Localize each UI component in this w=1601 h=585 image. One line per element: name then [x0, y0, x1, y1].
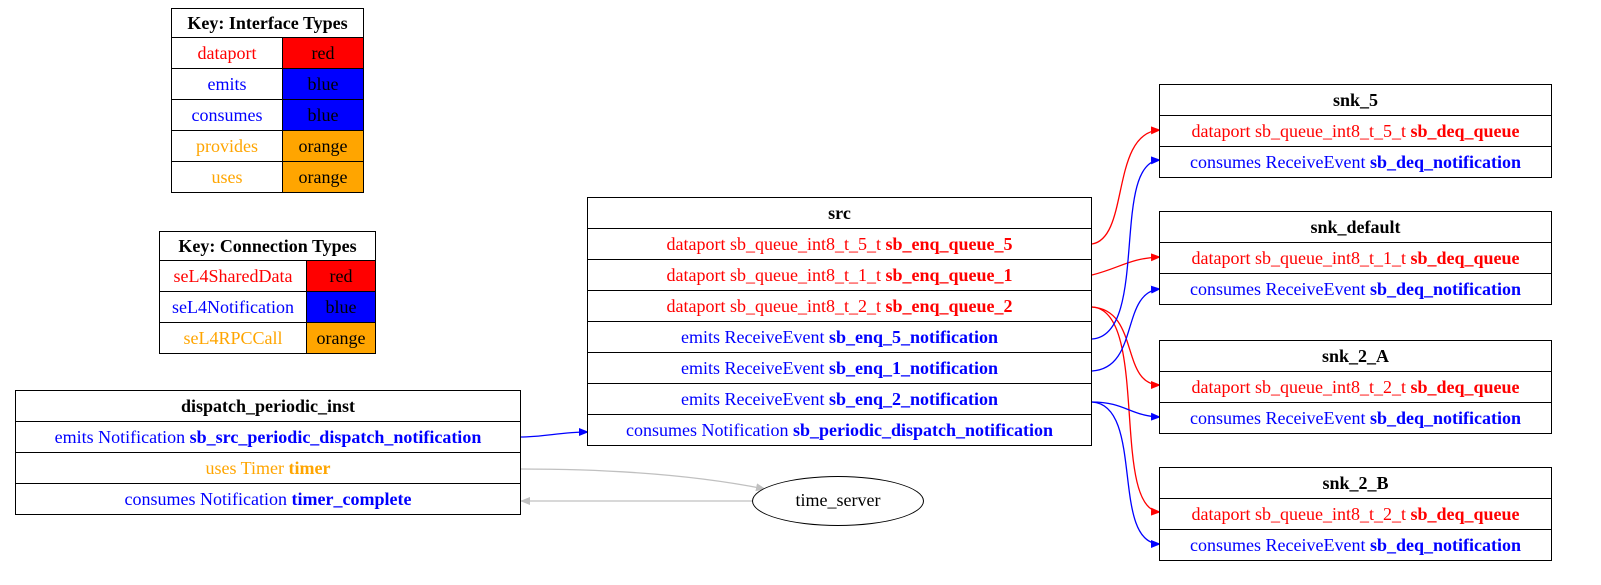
node-src: src dataport sb_queue_int8_t_5_t sb_enq_…: [587, 197, 1092, 446]
edge-dispatch-to-src: [519, 428, 589, 438]
snk5-port-deq-notification: consumes ReceiveEvent sb_deq_notificatio…: [1160, 146, 1551, 177]
src-port-queue-2: dataport sb_queue_int8_t_2_t sb_enq_queu…: [588, 290, 1091, 321]
edge-notif2-to-snk2b: [1091, 401, 1161, 548]
connection-key-title: Key: Connection Types: [159, 231, 376, 261]
interface-types-key: Key: Interface Types dataport red emits …: [171, 8, 364, 193]
key-consumes-swatch: blue: [282, 99, 364, 131]
dispatch-port-uses-timer: uses Timer timer: [16, 452, 520, 483]
key-dataport-swatch: red: [282, 37, 364, 69]
key-emits-label: emits: [171, 68, 283, 100]
key-provides-label: provides: [171, 130, 283, 162]
node-snk-5: snk_5 dataport sb_queue_int8_t_5_t sb_de…: [1159, 84, 1552, 178]
src-port-notif-2: emits ReceiveEvent sb_enq_2_notification: [588, 383, 1091, 414]
src-port-notif-5: emits ReceiveEvent sb_enq_5_notification: [588, 321, 1091, 352]
node-dispatch-periodic-inst: dispatch_periodic_inst emits Notificatio…: [15, 390, 521, 515]
key-uses-swatch: orange: [282, 161, 364, 193]
key-provides-swatch: orange: [282, 130, 364, 162]
snk2a-port-deq-notification: consumes ReceiveEvent sb_deq_notificatio…: [1160, 402, 1551, 433]
edge-timer-to-time-server: [519, 468, 766, 492]
key-rpccall-label: seL4RPCCall: [159, 322, 307, 354]
edge-queue2-to-snk2b: [1091, 306, 1161, 516]
key-notification-label: seL4Notification: [159, 291, 307, 323]
snk5-port-deq-queue: dataport sb_queue_int8_t_5_t sb_deq_queu…: [1160, 115, 1551, 146]
node-snk-2-b: snk_2_B dataport sb_queue_int8_t_2_t sb_…: [1159, 467, 1552, 561]
dispatch-port-timer-complete: consumes Notification timer_complete: [16, 483, 520, 514]
key-uses-label: uses: [171, 161, 283, 193]
key-sharedata-label: seL4SharedData: [159, 260, 307, 292]
edge-notif5-to-snk5: [1091, 156, 1161, 340]
edge-notif2-to-snk2a: [1091, 401, 1161, 421]
src-port-periodic-dispatch: consumes Notification sb_periodic_dispat…: [588, 414, 1091, 445]
src-port-queue-1: dataport sb_queue_int8_t_1_t sb_enq_queu…: [588, 259, 1091, 290]
snk2a-port-deq-queue: dataport sb_queue_int8_t_2_t sb_deq_queu…: [1160, 371, 1551, 402]
edge-queue1-to-snkdefault: [1091, 253, 1161, 276]
node-snk-default: snk_default dataport sb_queue_int8_t_1_t…: [1159, 211, 1552, 305]
interface-key-title: Key: Interface Types: [171, 8, 364, 38]
src-port-queue-5: dataport sb_queue_int8_t_5_t sb_enq_queu…: [588, 228, 1091, 259]
snkdefault-title: snk_default: [1310, 217, 1401, 237]
snk2b-port-deq-notification: consumes ReceiveEvent sb_deq_notificatio…: [1160, 529, 1551, 560]
key-dataport-label: dataport: [171, 37, 283, 69]
snk5-title: snk_5: [1332, 90, 1379, 110]
snkdefault-port-deq-notification: consumes ReceiveEvent sb_deq_notificatio…: [1160, 273, 1551, 304]
snk2b-title: snk_2_B: [1322, 473, 1389, 493]
snkdefault-port-deq-queue: dataport sb_queue_int8_t_1_t sb_deq_queu…: [1160, 242, 1551, 273]
key-sharedata-swatch: red: [306, 260, 376, 292]
node-time-server: time_server: [752, 476, 924, 526]
key-notification-swatch: blue: [306, 291, 376, 323]
key-emits-swatch: blue: [282, 68, 364, 100]
edge-queue5-to-snk5: [1091, 126, 1161, 245]
edge-queue2-to-snk2a: [1091, 306, 1161, 389]
src-port-notif-1: emits ReceiveEvent sb_enq_1_notification: [588, 352, 1091, 383]
src-title: src: [828, 203, 851, 223]
key-rpccall-swatch: orange: [306, 322, 376, 354]
dispatch-title: dispatch_periodic_inst: [180, 396, 356, 416]
snk2a-title: snk_2_A: [1321, 346, 1390, 366]
node-snk-2-a: snk_2_A dataport sb_queue_int8_t_2_t sb_…: [1159, 340, 1552, 434]
snk2b-port-deq-queue: dataport sb_queue_int8_t_2_t sb_deq_queu…: [1160, 498, 1551, 529]
edge-notif1-to-snkdefault: [1091, 285, 1161, 372]
dispatch-port-emits: emits Notification sb_src_periodic_dispa…: [16, 421, 520, 452]
connection-types-key: Key: Connection Types seL4SharedData red…: [159, 231, 376, 354]
key-consumes-label: consumes: [171, 99, 283, 131]
